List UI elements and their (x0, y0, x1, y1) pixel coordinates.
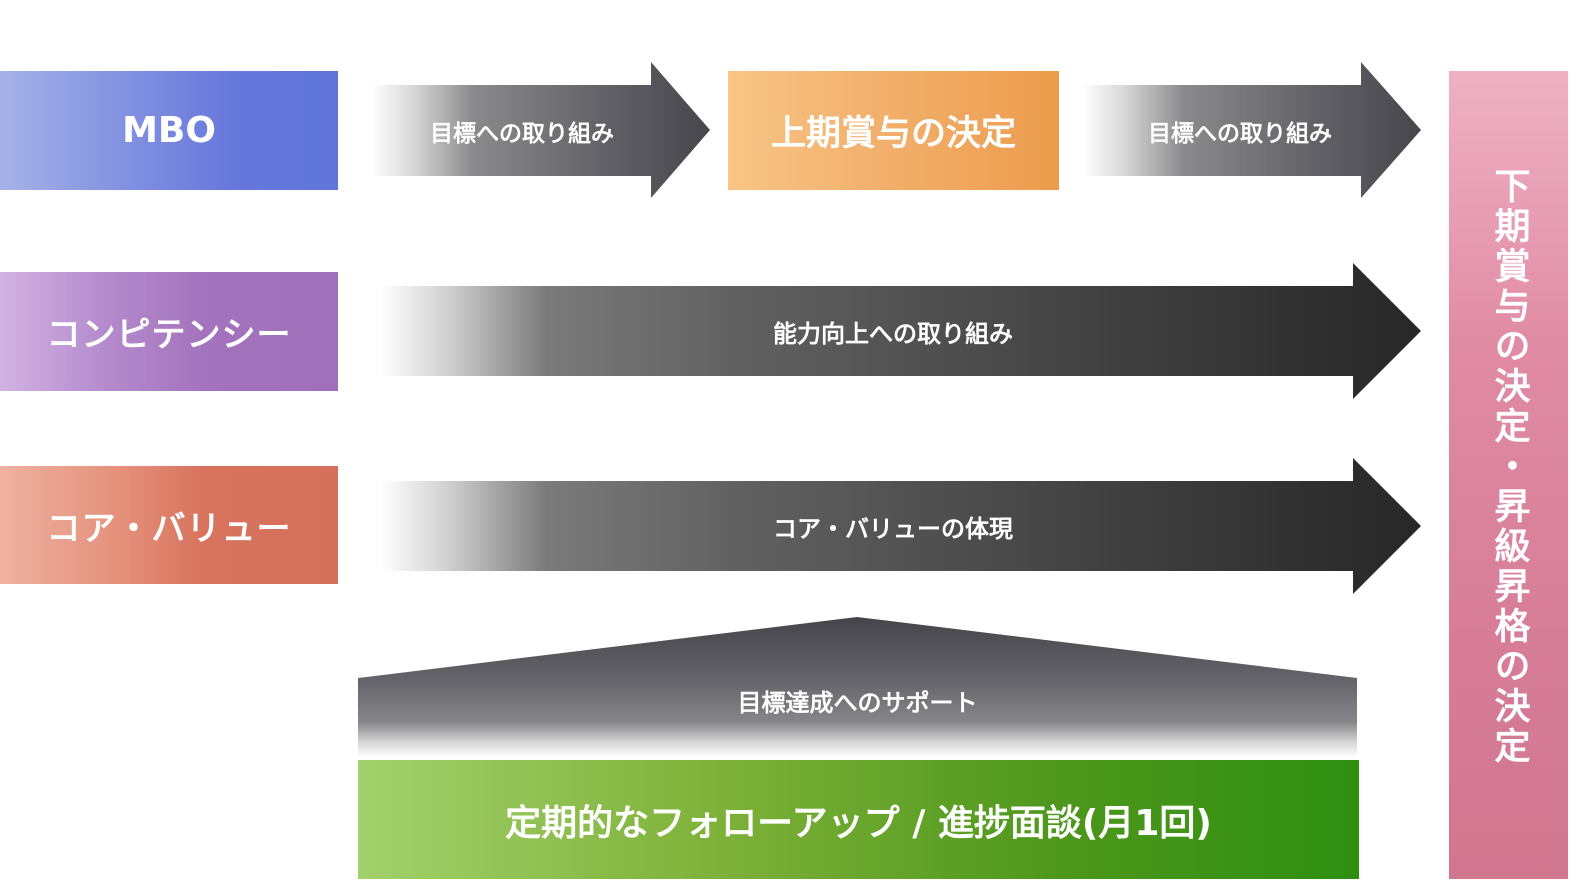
first-half-bonus-label: 上期賞与の決定 (770, 114, 1016, 154)
core-value-arrow-label: コア・バリューの体現 (773, 514, 1013, 543)
mbo-goal-arrow-2-label: 目標への取り組み (1148, 120, 1332, 147)
competency-arrow-label: 能力向上への取り組み (773, 319, 1013, 348)
core-value-category-box: コア・バリュー (0, 466, 338, 584)
core-value-label: コア・バリュー (46, 508, 292, 549)
arrow-right-icon (372, 62, 710, 198)
competency-label: コンピテンシー (46, 315, 292, 355)
arrow-right-icon (380, 458, 1421, 594)
mbo-label: MBO (122, 110, 216, 151)
house-roof-icon (358, 617, 1357, 757)
second-half-bonus-promotion-label: 下期賞与の決定・昇級昇格の決定 (1488, 167, 1530, 767)
arrow-right-icon (380, 263, 1421, 399)
competency-category-box: コンピテンシー (0, 272, 338, 391)
competency-arrow: 能力向上への取り組み (380, 263, 1421, 399)
mbo-goal-arrow-1-label: 目標への取り組み (430, 120, 614, 147)
follow-up-meeting-box: 定期的なフォローアップ / 進捗面談(月1回) (358, 760, 1359, 879)
mbo-category-box: MBO (0, 71, 338, 190)
core-value-arrow: コア・バリューの体現 (380, 458, 1421, 594)
first-half-bonus-box: 上期賞与の決定 (728, 71, 1059, 190)
support-roof-shape (358, 617, 1357, 757)
mbo-goal-arrow-2: 目標への取り組み (1083, 62, 1421, 199)
mbo-goal-arrow-1: 目標への取り組み (372, 62, 710, 199)
follow-up-meeting-label: 定期的なフォローアップ / 進捗面談(月1回) (505, 802, 1212, 844)
arrow-right-icon (1083, 62, 1421, 198)
support-label: 目標達成へのサポート (737, 688, 978, 717)
second-half-bonus-promotion-box: 下期賞与の決定・昇級昇格の決定 (1449, 71, 1568, 879)
